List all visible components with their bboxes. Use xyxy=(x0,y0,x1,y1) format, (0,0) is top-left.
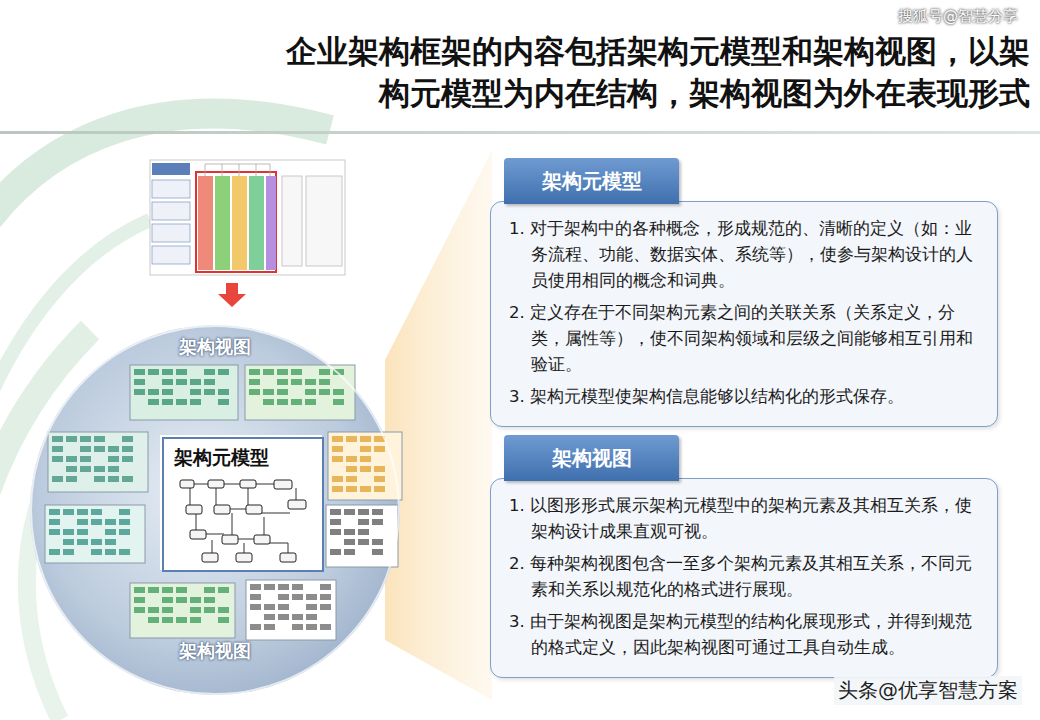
bullet-item: 2. 定义存在于不同架构元素之间的关联关系（关系定义，分类，属性等），使不同架构… xyxy=(509,300,981,378)
view-circle: 架构视图架构视图架构元模型 xyxy=(30,325,400,695)
metamodel-graph xyxy=(160,435,322,570)
view-thumbnails xyxy=(45,365,402,640)
text-panel: 架构元模型 1. 对于架构中的各种概念，形成规范的、清晰的定义（如：业务流程、功能… xyxy=(490,158,998,427)
panel-heading: 架构视图 xyxy=(504,435,679,481)
thumbnail xyxy=(328,432,402,500)
thumbnail xyxy=(326,505,398,567)
thumbnail xyxy=(45,505,145,563)
watermark: 搜狐号@智慧分享 xyxy=(894,6,1022,27)
panel-body: 1. 以图形形式展示架构元模型中的架构元素及其相互关系，使架构设计成果直观可视。… xyxy=(490,478,998,678)
metamodel-box: 架构元模型 xyxy=(162,437,324,572)
box-title: 架构元模型 xyxy=(174,445,269,471)
title-rule xyxy=(0,131,1040,134)
circle-label: 架构视图 xyxy=(32,639,398,663)
page-title: 企业架构框架的内容包括架构元模型和架构视图，以架构元模型为内在结构，架构视图为外… xyxy=(270,30,1030,114)
bullet-item: 3. 架构元模型使架构信息能够以结构化的形式保存。 xyxy=(509,384,981,410)
bullet-item: 1. 以图形形式展示架构元模型中的架构元素及其相互关系，使架构设计成果直观可视。 xyxy=(509,493,981,545)
thumbnail xyxy=(130,583,235,638)
bullet-item: 1. 对于架构中的各种概念，形成规范的、清晰的定义（如：业务流程、功能、数据实体… xyxy=(509,216,981,294)
panel-body: 1. 对于架构中的各种概念，形成规范的、清晰的定义（如：业务流程、功能、数据实体… xyxy=(490,201,998,427)
thumbnail xyxy=(48,432,148,492)
down-arrow xyxy=(218,283,246,307)
thumbnail xyxy=(130,365,238,420)
circle-label: 架构视图 xyxy=(32,335,398,359)
bullet-item: 2. 每种架构视图包含一至多个架构元素及其相互关系，不同元素和关系以规范化的格式… xyxy=(509,551,981,603)
text-panel: 架构视图1. 以图形形式展示架构元模型中的架构元素及其相互关系，使架构设计成果直… xyxy=(490,435,998,678)
projection-wedge xyxy=(385,150,492,700)
thumbnail xyxy=(245,365,355,420)
panel-heading: 架构元模型 xyxy=(504,158,679,204)
framework-figure xyxy=(150,160,345,275)
view-disc xyxy=(30,325,400,695)
bullet-item: 3. 由于架构视图是架构元模型的结构化展现形式，并得到规范的格式定义，因此架构视… xyxy=(509,609,981,661)
watermark: 头条@优享智慧方案 xyxy=(834,676,1022,705)
thumbnail xyxy=(246,580,336,640)
